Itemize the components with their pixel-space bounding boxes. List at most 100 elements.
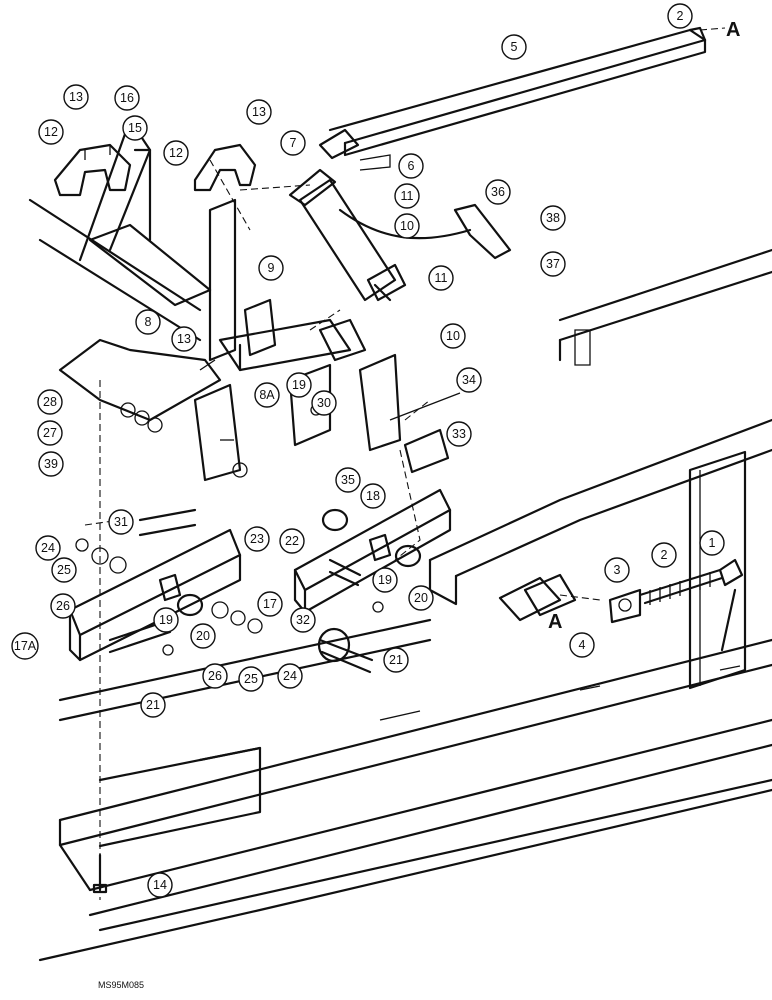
callout-label: 38 [546, 211, 560, 225]
callout-circle [540, 205, 566, 231]
callout-label: 18 [366, 489, 380, 503]
callout-18: 18 [360, 483, 386, 509]
callout-label: 26 [56, 599, 70, 613]
axle-beam-right [293, 488, 452, 614]
bracket-36 [453, 203, 512, 260]
pivot-frame [199, 198, 402, 452]
callout-circle [372, 567, 398, 593]
callout-label: 36 [491, 185, 505, 199]
callout-38: 38 [540, 205, 566, 231]
callout-label: 11 [401, 189, 414, 203]
callout-label: 20 [196, 629, 210, 643]
callout-label: 32 [296, 613, 310, 627]
callout-2: 2 [651, 542, 677, 568]
callout-circle [50, 593, 76, 619]
callout-circle [38, 451, 64, 477]
dashed-leaders [84, 27, 726, 900]
callout-13: 13 [246, 99, 272, 125]
callout-circle [699, 530, 725, 556]
callout-26: 26 [202, 663, 228, 689]
callout-circle [383, 647, 409, 673]
callout-label: 17A [14, 639, 37, 653]
callout-circle [408, 585, 434, 611]
callout-circle [569, 632, 595, 658]
callout-label: 5 [511, 40, 518, 54]
callout-circle [238, 666, 264, 692]
callout-layer: 1223456788A91010111112121313131415161717… [11, 3, 725, 898]
callout-circle [63, 84, 89, 110]
callout-circle [428, 265, 454, 291]
callout-25: 25 [51, 557, 77, 583]
callout-11: 11 [394, 183, 420, 209]
callout-circle [440, 323, 466, 349]
callout-3: 3 [604, 557, 630, 583]
callout-15: 15 [122, 115, 148, 141]
callout-17: 17 [257, 591, 283, 617]
callout-circle [335, 467, 361, 493]
callout-19: 19 [372, 567, 398, 593]
callout-34: 34 [456, 367, 482, 393]
callout-label: 2 [677, 9, 684, 23]
callout-circle [11, 632, 39, 660]
callout-label: 1 [709, 536, 716, 550]
callout-35: 35 [335, 467, 361, 493]
callout-label: 37 [546, 257, 560, 271]
callout-36: 36 [485, 179, 511, 205]
callout-circle [394, 183, 420, 209]
callout-circle [37, 389, 63, 415]
callout-label: 4 [579, 638, 586, 652]
callout-22: 22 [279, 528, 305, 554]
callout-label: 21 [389, 653, 403, 667]
clamp-left [53, 143, 132, 197]
callout-circle [501, 34, 527, 60]
callout-1: 1 [699, 530, 725, 556]
callout-label: 16 [120, 91, 134, 105]
callout-11: 11 [428, 265, 454, 291]
callout-circle [38, 119, 64, 145]
callout-10: 10 [394, 213, 420, 239]
spindles-bushings [108, 392, 461, 674]
drawbar [318, 26, 707, 171]
callout-circle [51, 557, 77, 583]
callout-26: 26 [50, 593, 76, 619]
callout-circle [254, 382, 280, 408]
callout-circle [190, 623, 216, 649]
callout-25: 25 [238, 666, 264, 692]
callout-circle [290, 607, 316, 633]
callout-label: 12 [169, 146, 183, 160]
callout-label: 35 [341, 473, 355, 487]
callout-circle [280, 130, 306, 156]
callout-10: 10 [440, 323, 466, 349]
callout-label: 8A [259, 388, 275, 402]
callout-label: 30 [317, 396, 331, 410]
callout-5: 5 [501, 34, 527, 60]
callout-label: 3 [614, 563, 621, 577]
callout-20: 20 [190, 623, 216, 649]
callout-12: 12 [38, 119, 64, 145]
callout-30: 30 [311, 390, 337, 416]
callout-label: 19 [378, 573, 392, 587]
callout-13: 13 [63, 84, 89, 110]
callout-20: 20 [408, 585, 434, 611]
callout-circle [446, 421, 472, 447]
callout-circle [651, 542, 677, 568]
callout-label: 31 [114, 515, 128, 529]
callout-label: 17 [263, 597, 277, 611]
main-frame [38, 248, 772, 962]
callout-label: 21 [146, 698, 160, 712]
callout-6: 6 [398, 153, 424, 179]
callout-circle [140, 692, 166, 718]
callout-circle [456, 367, 482, 393]
callout-32: 32 [290, 607, 316, 633]
callout-label: 9 [268, 261, 275, 275]
callout-label: 24 [41, 541, 55, 555]
callout-circle [360, 483, 386, 509]
callout-label: 28 [43, 395, 57, 409]
callout-39: 39 [38, 451, 64, 477]
callout-33: 33 [446, 421, 472, 447]
callout-label: 11 [435, 271, 448, 285]
callout-24: 24 [277, 663, 303, 689]
callout-circle [277, 663, 303, 689]
callout-circle [667, 3, 693, 29]
callout-21: 21 [140, 692, 166, 718]
